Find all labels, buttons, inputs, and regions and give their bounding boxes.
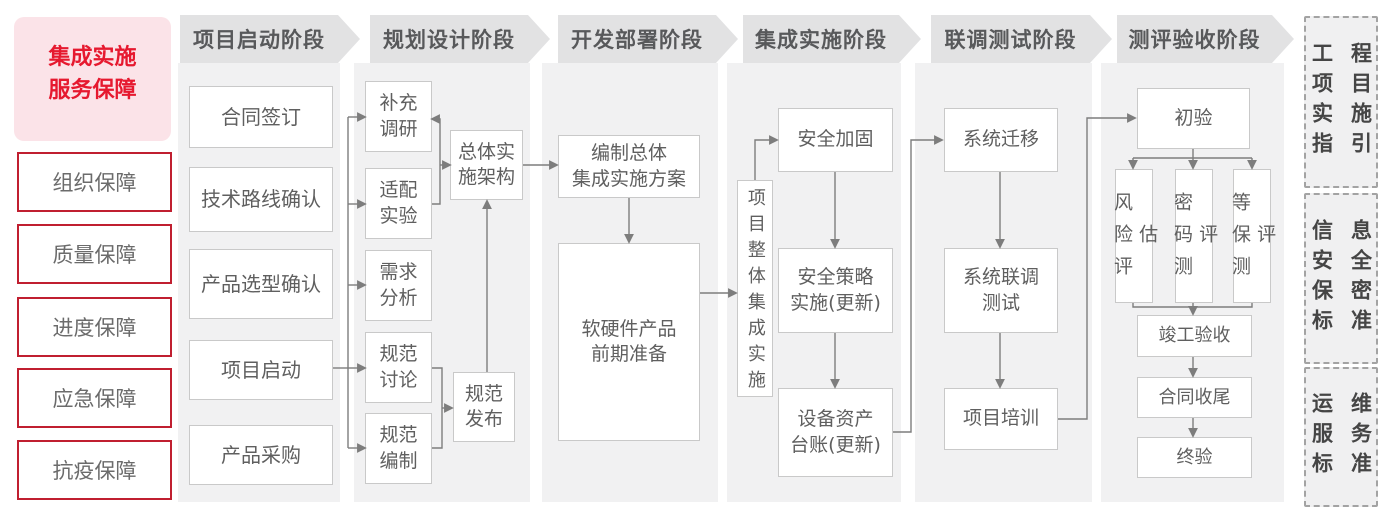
node-overall-integration-impl: 项目整体集成实施 (737, 180, 773, 397)
node-completion-acceptance: 竣工验收 (1137, 315, 1252, 357)
legend-item-quality: 质量保障 (17, 224, 172, 284)
node-contract-signing: 合同签订 (189, 86, 333, 148)
node-security-policy-impl: 安全策略 实施(更新) (778, 248, 893, 333)
phase-header-label: 开发部署阶段 (571, 28, 703, 52)
node-spec-release: 规范 发布 (453, 372, 515, 442)
legend-item-organization: 组织保障 (17, 152, 172, 212)
node-contract-closure: 合同收尾 (1137, 377, 1252, 418)
node-requirement-analysis: 需求 分析 (365, 250, 432, 321)
node-product-procurement: 产品采购 (189, 425, 333, 485)
node-project-kickoff: 项目启动 (189, 340, 333, 400)
standard-text-col: 程目施引 (1348, 42, 1373, 162)
node-adaptation-test: 适配 实验 (365, 168, 432, 239)
standard-infosec-confidentiality: 信安保标 息全密准 (1304, 193, 1378, 364)
phase-header-deployment: 开发部署阶段 (558, 15, 738, 63)
node-hw-sw-preparation: 软硬件产品 前期准备 (558, 243, 700, 441)
standard-text-col: 息全密准 (1348, 218, 1373, 339)
phase-header-label: 联调测试阶段 (944, 28, 1077, 52)
node-mlps-evaluation: 等保测评 (1229, 169, 1276, 303)
legend-title: 集成实施 服务保障 (14, 17, 171, 141)
standard-ops-service: 运服标 维务准 (1304, 367, 1378, 507)
phase-header-label: 集成实施阶段 (755, 28, 887, 52)
node-final-acceptance: 终验 (1137, 437, 1252, 478)
node-system-migration: 系统迁移 (944, 108, 1058, 172)
phase-header-label: 项目启动阶段 (193, 28, 325, 52)
node-tech-route-confirm: 技术路线确认 (189, 167, 333, 232)
node-overall-integration-plan: 编制总体 集成实施方案 (558, 135, 700, 198)
node-supplementary-research: 补充 调研 (365, 81, 432, 152)
node-spec-discussion: 规范 讨论 (365, 332, 432, 403)
legend-item-epidemic: 抗疫保障 (17, 440, 172, 500)
phase-header-integration: 集成实施阶段 (743, 15, 921, 63)
standard-text-col: 维务准 (1348, 392, 1373, 482)
node-crypto-evaluation: 密码测评 (1171, 169, 1218, 303)
phase-header-acceptance: 测评验收阶段 (1117, 15, 1294, 63)
node-project-training: 项目培训 (944, 388, 1058, 450)
node-asset-ledger-update: 设备资产 台账(更新) (778, 388, 893, 477)
standard-text-col: 工项实指 (1309, 42, 1334, 162)
standard-project-impl-guideline: 工项实指 程目施引 (1304, 16, 1378, 188)
node-security-hardening: 安全加固 (778, 108, 893, 172)
phase-header-planning: 规划设计阶段 (370, 15, 550, 63)
legend-item-schedule: 进度保障 (17, 297, 172, 357)
legend-item-emergency: 应急保障 (17, 368, 172, 428)
node-overall-impl-architecture: 总体实 施架构 (450, 130, 523, 200)
standard-text-col: 信安保标 (1309, 218, 1334, 339)
node-risk-assessment: 风险评估 (1111, 169, 1158, 303)
phase-header-label: 规划设计阶段 (383, 28, 515, 52)
node-spec-drafting: 规范 编制 (365, 413, 432, 484)
standard-text-col: 运服标 (1309, 392, 1334, 482)
phase-header-label: 测评验收阶段 (1128, 28, 1261, 52)
phase-header-kickoff: 项目启动阶段 (180, 15, 360, 63)
node-preliminary-acceptance: 初验 (1137, 88, 1250, 149)
node-system-joint-test: 系统联调 测试 (944, 248, 1058, 333)
phase-header-joint-test: 联调测试阶段 (931, 15, 1112, 63)
node-product-selection-confirm: 产品选型确认 (189, 249, 333, 319)
